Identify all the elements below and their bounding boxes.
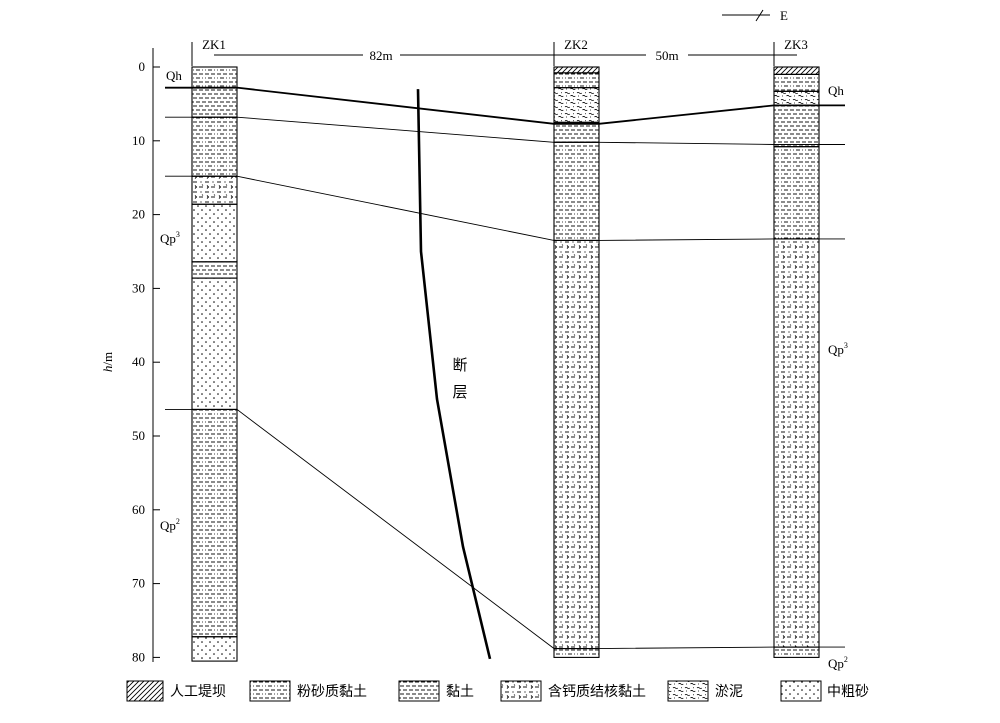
legend-item-rengong: 人工堤坝 [126, 680, 226, 702]
layer-zk1-3-hangai [191, 175, 238, 205]
stratum-correlation-lines [165, 86, 845, 649]
layer-zk3-5-hangai [773, 238, 820, 648]
direction-arrow-head [755, 9, 764, 22]
stratum-label-zk1-qh: Qh [166, 68, 182, 83]
layer-zk3-4-fenshaniantu [773, 146, 820, 240]
layer-zk1-2-fenshaniantu [191, 116, 238, 177]
legend-swatch-fenshaniantu [249, 680, 291, 702]
legend-label-hangai: 含钙质结核黏土 [548, 684, 646, 700]
borehole-name-zk3: ZK3 [784, 37, 808, 52]
correlation-line-4 [165, 408, 845, 649]
depth-tick-label-30: 30 [132, 280, 145, 295]
layer-zk2-6-fenshaniantu [553, 647, 600, 658]
legend-swatch-zhongcusha [780, 680, 822, 702]
legend-swatch-hangai [500, 680, 542, 702]
depth-tick-label-80: 80 [132, 649, 145, 664]
depth-axis-ticks: 0 10 20 30 40 50 60 70 80 [132, 59, 160, 664]
layer-zk3-0-rengong [773, 66, 820, 75]
layer-zk2-3-niantu [553, 121, 600, 143]
stratum-label-zk3-qh: Qh [828, 83, 844, 98]
depth-axis-label: h/m [100, 352, 115, 372]
layer-zk3-6-fenshaniantu [773, 646, 820, 658]
legend-item-hangai: 含钙质结核黏土 [500, 680, 646, 702]
correlation-line-2 [165, 116, 845, 145]
direction-arrow: E [722, 8, 788, 23]
borehole-zk2 [553, 66, 600, 658]
stratum-label-zk1-qp3: Qp3 [160, 230, 180, 246]
layer-zk1-6-zhongcusha [191, 277, 238, 410]
depth-tick-label-50: 50 [132, 428, 145, 443]
fault-label-bottom: 层 [452, 385, 467, 401]
legend-label-niantu: 黏土 [446, 684, 474, 700]
legend-label-rengong: 人工堤坝 [170, 684, 226, 700]
legend-item-niantu: 黏土 [398, 680, 474, 702]
distance-label-zk2-zk3: 50m [655, 48, 678, 63]
correlation-line-1 [165, 86, 845, 125]
legend-swatch-yuni [667, 680, 709, 702]
layer-zk1-4-zhongcusha [191, 203, 238, 263]
stratum-label-zk1-qp2: Qp2 [160, 517, 180, 533]
correlation-line-3 [165, 175, 845, 241]
depth-tick-label-70: 70 [132, 576, 145, 591]
depth-tick-label-0: 0 [139, 59, 146, 74]
layer-zk1-5-niantu [191, 261, 238, 279]
legend-item-fenshaniantu: 粉砂质黏土 [249, 680, 367, 702]
layer-zk2-4-fenshaniantu [553, 141, 600, 241]
borehole-zk1 [191, 66, 238, 662]
fault-line [416, 89, 492, 660]
borehole-zk3 [773, 66, 820, 658]
distance-label-zk1-zk2: 82m [369, 48, 392, 63]
stratum-label-zk3-qp2: Qp2 [828, 655, 848, 671]
layer-zk1-7-fenshaniantu [191, 408, 238, 638]
layer-zk3-1-fenshaniantu [773, 73, 820, 92]
legend-label-fenshaniantu: 粉砂质黏土 [297, 684, 367, 700]
layer-zk2-2-yuni [553, 87, 600, 123]
borehole-columns [191, 66, 820, 662]
layer-zk2-1-fenshaniantu [553, 72, 600, 89]
legend-swatch-niantu [398, 680, 440, 702]
legend-swatch-rengong [126, 680, 164, 702]
legend-label-yuni: 淤泥 [715, 684, 743, 700]
layer-zk1-8-zhongcusha [191, 636, 238, 662]
fault-label-top: 断 [452, 357, 467, 374]
depth-tick-label-20: 20 [132, 207, 145, 222]
depth-axis: 0 10 20 30 40 50 60 70 80 h/m [100, 48, 160, 664]
legend-item-zhongcusha: 中粗砂 [780, 680, 869, 702]
layer-zk1-0-fenshaniantu [191, 66, 238, 89]
layer-zk3-2-yuni [773, 90, 820, 106]
layer-zk1-1-niantu [191, 87, 238, 118]
legend-label-zhongcusha: 中粗砂 [827, 684, 869, 700]
stratum-label-zk3-qp3: Qp3 [828, 341, 848, 357]
depth-tick-label-60: 60 [132, 502, 145, 517]
depth-tick-label-10: 10 [132, 133, 145, 148]
borehole-name-zk2: ZK2 [564, 37, 588, 52]
depth-tick-label-40: 40 [132, 354, 145, 369]
layer-zk2-0-rengong [553, 66, 600, 74]
borehole-name-zk1: ZK1 [202, 37, 226, 52]
strata-labels: Qh Qp3 Qp2 Qh Qp3 Qp2 [160, 68, 848, 671]
legend-item-yuni: 淤泥 [667, 680, 743, 702]
direction-label: E [780, 8, 788, 23]
distance-dimension: 82m 50m [191, 42, 797, 66]
layer-zk2-5-hangai [553, 239, 600, 650]
layer-zk3-3-niantu [773, 104, 820, 148]
legend: 人工堤坝 粉砂质黏土 黏土 含钙质结核黏土 淤泥 中粗砂 [126, 680, 869, 702]
